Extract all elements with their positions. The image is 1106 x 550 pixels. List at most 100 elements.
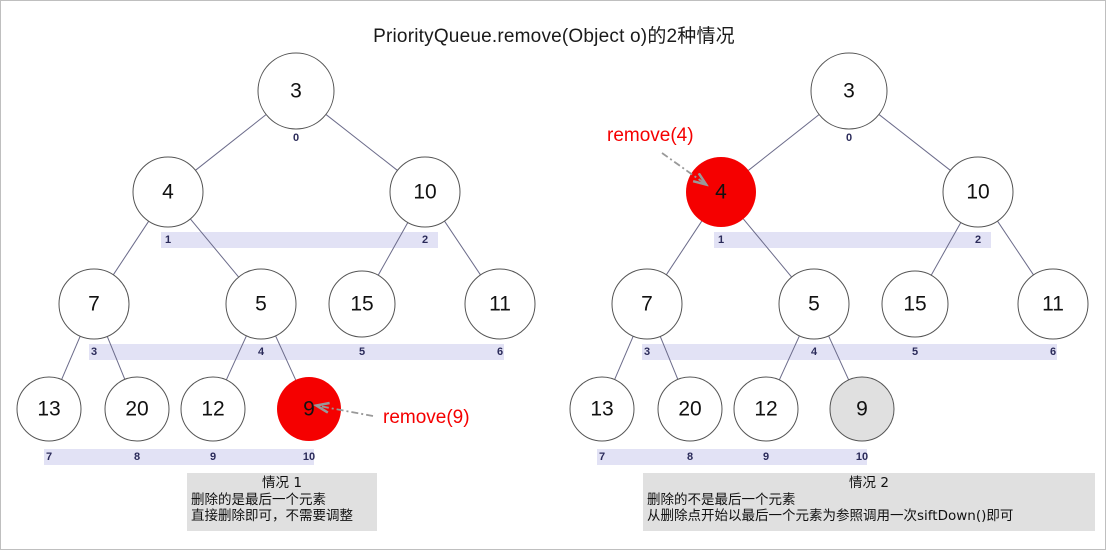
tree-node[interactable]: 3 <box>257 52 335 130</box>
node-index-label: 0 <box>846 132 852 144</box>
tree-node[interactable]: 15 <box>881 270 949 338</box>
node-circle[interactable] <box>257 52 335 130</box>
node-value-label: 5 <box>255 293 267 316</box>
node-circle[interactable] <box>464 268 536 340</box>
node-value-label: 3 <box>843 80 855 103</box>
node-value-label: 9 <box>303 398 315 421</box>
node-value-label: 20 <box>125 398 148 421</box>
node-value-label: 5 <box>808 293 820 316</box>
node-circle[interactable] <box>657 376 723 442</box>
page-title: PriorityQueue.remove(Object o)的2种情况 <box>373 26 735 47</box>
node-circle[interactable] <box>1017 268 1089 340</box>
tree-node[interactable]: 12 <box>733 376 799 442</box>
index-band <box>161 232 438 248</box>
tree-node[interactable]: 7 <box>611 268 683 340</box>
node-value-label: 11 <box>1042 293 1064 316</box>
annotation-label: remove(4) <box>607 125 694 146</box>
node-index-label: 5 <box>912 346 918 358</box>
tree-node[interactable]: 5 <box>778 268 850 340</box>
caption-line: 直接删除即可，不需要调整 <box>191 508 353 524</box>
node-circle[interactable] <box>569 376 635 442</box>
tree-node[interactable]: 9 <box>277 377 341 441</box>
tree-edge <box>444 220 481 276</box>
node-value-label: 13 <box>37 398 60 421</box>
index-band <box>44 449 314 465</box>
tree-node[interactable]: 13 <box>16 376 82 442</box>
node-index-label: 4 <box>811 346 818 358</box>
index-band <box>714 232 991 248</box>
node-value-label: 13 <box>590 398 613 421</box>
node-index-label: 3 <box>644 346 650 358</box>
node-circle[interactable] <box>104 376 170 442</box>
tree-edge <box>614 335 634 380</box>
node-index-label: 9 <box>763 451 769 463</box>
node-circle[interactable] <box>778 268 850 340</box>
node-index-label: 8 <box>687 451 693 463</box>
tree-node[interactable]: 13 <box>569 376 635 442</box>
node-value-label: 4 <box>715 181 727 204</box>
node-circle[interactable] <box>225 268 297 340</box>
node-value-label: 4 <box>162 181 174 204</box>
tree-edge <box>878 114 951 171</box>
node-circle[interactable] <box>881 270 949 338</box>
node-value-label: 7 <box>641 293 653 316</box>
node-index-label: 4 <box>258 346 265 358</box>
node-circle[interactable] <box>389 156 461 228</box>
tree-edge <box>189 218 240 278</box>
tree-node[interactable]: 11 <box>1017 268 1089 340</box>
tree-node[interactable]: 10 <box>942 156 1014 228</box>
tree-node[interactable]: 7 <box>58 268 130 340</box>
tree-edge <box>659 336 679 380</box>
node-circle[interactable] <box>942 156 1014 228</box>
node-value-label: 7 <box>88 293 100 316</box>
annotation-label: remove(9) <box>383 407 470 428</box>
caption-title: 情况 1 <box>262 475 302 491</box>
tree-edge <box>778 335 800 381</box>
node-index-label: 2 <box>975 234 981 246</box>
tree-node[interactable]: 11 <box>464 268 536 340</box>
node-circle[interactable] <box>16 376 82 442</box>
tree-node[interactable]: 10 <box>389 156 461 228</box>
node-circle[interactable] <box>58 268 130 340</box>
tree-edge <box>377 222 409 276</box>
node-index-label: 5 <box>359 346 365 358</box>
node-circle[interactable] <box>328 270 396 338</box>
node-circle[interactable] <box>810 52 888 130</box>
node-value-label: 9 <box>856 398 868 421</box>
node-index-label: 7 <box>46 451 52 463</box>
tree-edge <box>61 335 81 380</box>
tree-edge <box>195 114 267 171</box>
tree-node[interactable]: 4 <box>686 157 756 227</box>
tree-edge <box>828 335 850 381</box>
node-index-label: 6 <box>497 346 503 358</box>
node-index-label: 10 <box>303 451 315 463</box>
tree-node[interactable]: 20 <box>104 376 170 442</box>
node-circle[interactable] <box>180 376 246 442</box>
tree-node[interactable]: 9 <box>829 376 895 442</box>
node-value-label: 10 <box>413 181 436 204</box>
tree-node[interactable]: 20 <box>657 376 723 442</box>
node-index-label: 1 <box>718 234 724 246</box>
caption-line: 删除的不是最后一个元素 <box>647 491 796 508</box>
caption-line: 删除的是最后一个元素 <box>191 491 326 508</box>
tree-node[interactable]: 3 <box>810 52 888 130</box>
tree-edge <box>112 220 150 276</box>
tree-node[interactable]: 5 <box>225 268 297 340</box>
tree-node[interactable]: 12 <box>180 376 246 442</box>
tree-node[interactable]: 15 <box>328 270 396 338</box>
node-value-label: 12 <box>201 398 224 421</box>
tree-edge <box>275 335 297 381</box>
node-circle[interactable] <box>829 376 895 442</box>
node-index-label: 6 <box>1050 346 1056 358</box>
node-circle[interactable] <box>733 376 799 442</box>
tree-node[interactable]: 4 <box>132 156 204 228</box>
node-circle[interactable] <box>277 377 341 441</box>
node-index-label: 2 <box>422 234 428 246</box>
tree-edge <box>665 220 703 276</box>
node-circle[interactable] <box>611 268 683 340</box>
node-circle[interactable] <box>132 156 204 228</box>
index-band <box>597 449 867 465</box>
